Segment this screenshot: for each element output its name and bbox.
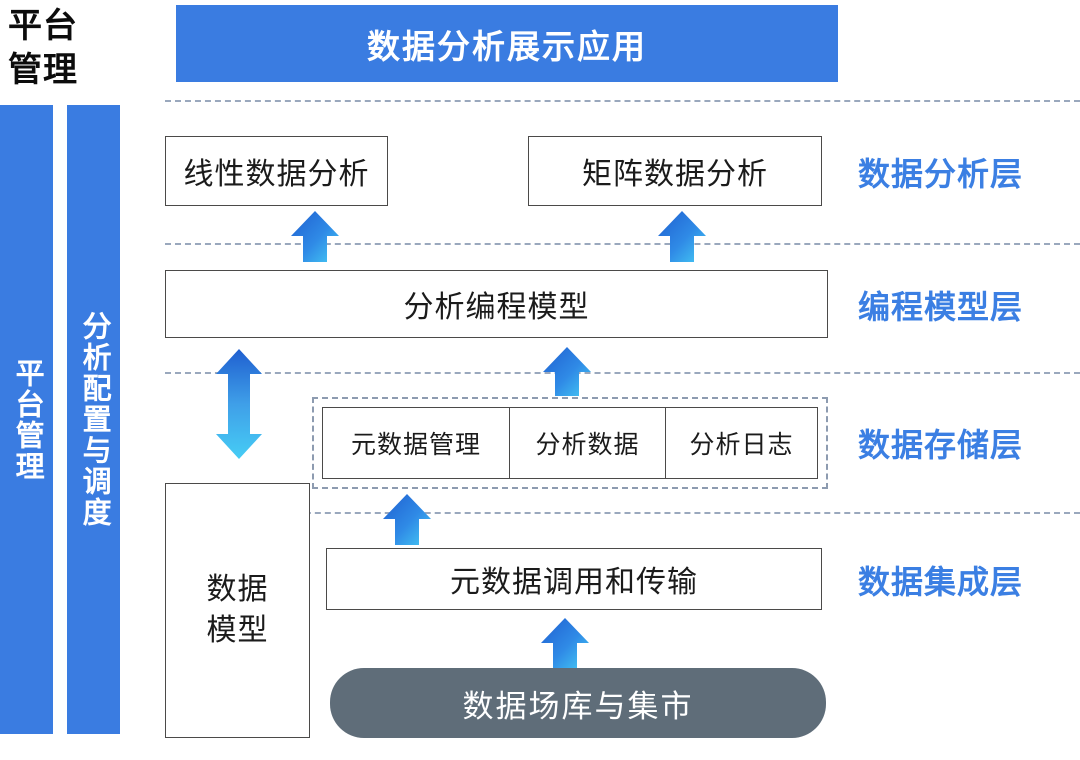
layer-divider-1 — [165, 100, 1080, 102]
arrow-double-data-model-programming — [216, 349, 262, 459]
arrow-up-source-to-transport — [541, 618, 589, 668]
layer-divider-2 — [165, 243, 1080, 245]
box-metadata-call-and-transport[interactable]: 元数据调用和传输 — [326, 548, 822, 610]
layer-label-data-integration: 数据集成层 — [858, 564, 1024, 600]
sidebar-platform-management[interactable]: 平台管理 — [0, 105, 53, 734]
layer-label-data-analysis: 数据分析层 — [858, 156, 1024, 192]
arrow-up-to-linear-analysis — [291, 211, 339, 262]
storage-layer-cells: 元数据管理 分析数据 分析日志 — [322, 407, 818, 479]
box-analysis-programming-model[interactable]: 分析编程模型 — [165, 270, 828, 338]
box-analysis-log[interactable]: 分析日志 — [689, 431, 794, 459]
layer-divider-3 — [165, 372, 1080, 374]
layer-label-data-storage: 数据存储层 — [858, 427, 1024, 463]
box-data-model[interactable]: 数据 模型 — [165, 483, 310, 738]
box-analysis-data[interactable]: 分析数据 — [510, 408, 666, 478]
box-matrix-data-analysis[interactable]: 矩阵数据分析 — [528, 136, 822, 206]
layer-label-programming-model: 编程模型层 — [858, 289, 1024, 325]
sidebar-analysis-config-schedule[interactable]: 分析配置与调度 — [67, 105, 120, 734]
box-data-warehouse-and-mart[interactable]: 数据场库与集市 — [330, 668, 826, 738]
box-metadata-management[interactable]: 元数据管理 — [323, 408, 510, 478]
platform-heading: 平台 管理 — [8, 7, 78, 89]
box-linear-data-analysis[interactable]: 线性数据分析 — [165, 136, 388, 206]
sidebar-platform-management-label: 平台管理 — [11, 357, 44, 482]
application-banner[interactable]: 数据分析展示应用 — [176, 5, 838, 82]
layer-divider-4 — [165, 512, 1080, 514]
arrow-up-to-matrix-analysis — [658, 211, 706, 262]
sidebar-analysis-config-schedule-label: 分析配置与调度 — [78, 311, 111, 528]
arrow-up-transport-to-storage — [383, 494, 431, 545]
